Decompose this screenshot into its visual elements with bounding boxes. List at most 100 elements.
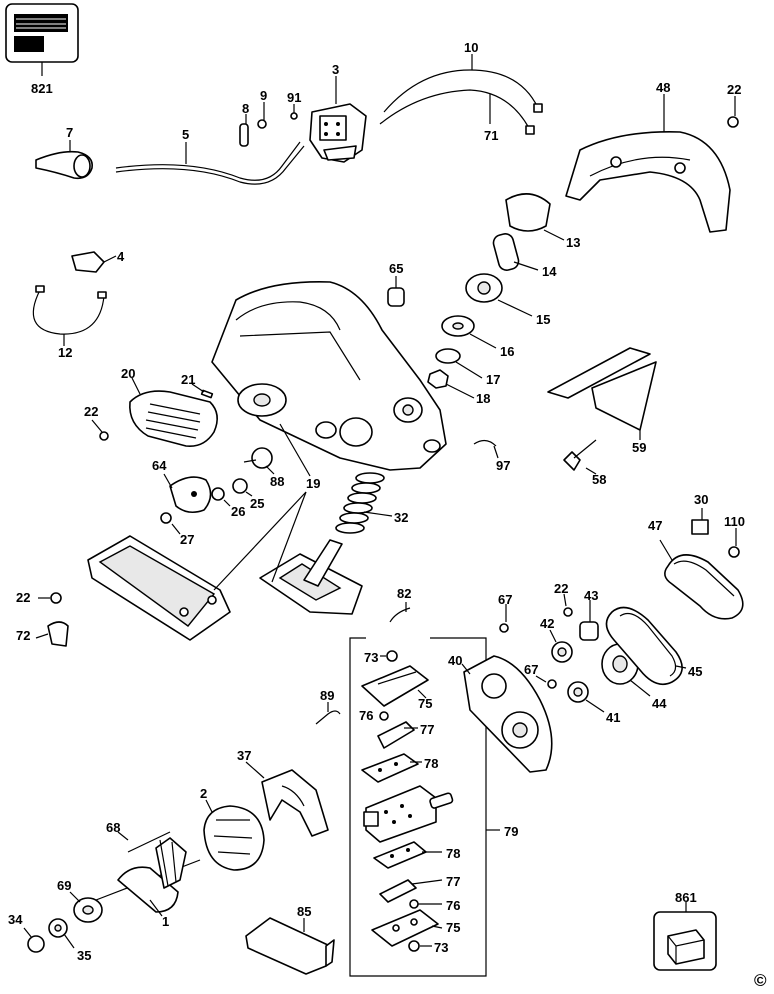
label-78-a: 78: [424, 756, 439, 771]
label-21: 21: [181, 372, 196, 387]
label-48: 48: [656, 80, 671, 95]
label-43: 43: [584, 588, 599, 603]
part-821-label-plate: [5, 3, 79, 76]
part-20-side-cover: [129, 377, 218, 448]
label-15: 15: [536, 312, 551, 327]
label-8: 8: [242, 101, 250, 116]
label-4: 4: [117, 249, 125, 264]
part-89-clip: [315, 702, 341, 725]
part-42-bearing: [549, 629, 573, 663]
label-27: 27: [180, 532, 195, 547]
label-861: 861: [675, 890, 697, 905]
label-75-a: 75: [418, 696, 433, 711]
label-64: 64: [152, 458, 167, 473]
part-110-screw: [728, 528, 740, 558]
part-15-gear: [465, 273, 533, 317]
part-43-pulley: [579, 600, 599, 641]
label-22-left: 22: [16, 590, 31, 605]
part-77-blade-holder-a: [377, 721, 418, 749]
label-72: 72: [16, 628, 31, 643]
label-78-b: 78: [446, 846, 461, 861]
label-37: 37: [237, 748, 252, 763]
label-13: 13: [566, 235, 581, 250]
part-22-screw-top: [727, 96, 739, 128]
label-32: 32: [394, 510, 409, 525]
label-71: 71: [484, 128, 499, 143]
label-17: 17: [486, 372, 501, 387]
part-blade-drum: [363, 785, 454, 843]
part-30-label: [691, 508, 709, 535]
label-34: 34: [8, 912, 23, 927]
label-1: 1: [162, 914, 170, 929]
part-75-blade-clamp-b: [371, 909, 443, 947]
label-76-a: 76: [359, 708, 374, 723]
part-14-sleeve: [492, 233, 539, 271]
part-8-terminal: [239, 114, 249, 147]
label-14: 14: [542, 264, 557, 279]
label-69: 69: [57, 878, 72, 893]
label-97: 97: [496, 458, 511, 473]
part-45-belt: [605, 606, 687, 686]
part-67-screw-a: [499, 604, 509, 633]
part-861-kit-box: [653, 902, 717, 971]
label-89: 89: [320, 688, 335, 703]
label-821: 821: [31, 81, 53, 96]
label-73-b: 73: [434, 940, 449, 955]
part-12-wire-loop: [32, 285, 107, 346]
label-79: 79: [504, 824, 519, 839]
part-73-screw-b: [408, 940, 432, 952]
part-77-blade-holder-b: [379, 879, 443, 903]
label-110: 110: [724, 514, 745, 529]
part-73-screw-a: [380, 650, 398, 662]
label-3: 3: [332, 62, 340, 77]
label-20: 20: [121, 366, 136, 381]
part-64-depth-knob: [163, 473, 212, 514]
part-72-clip: [35, 621, 69, 647]
label-88: 88: [270, 474, 285, 489]
part-3-switch: [309, 76, 367, 163]
part-67-screw-b: [535, 675, 557, 689]
label-9: 9: [260, 88, 268, 103]
part-68-screw: [117, 831, 171, 853]
part-40-belt-cover: [461, 655, 553, 773]
label-22-cover: 22: [84, 404, 99, 419]
part-22-screw-right: [563, 593, 573, 617]
label-58: 58: [592, 472, 607, 487]
part-37-baffle: [245, 761, 329, 837]
part-16-washer: [441, 315, 497, 349]
label-67-a: 67: [498, 592, 513, 607]
part-19-housing: [211, 281, 447, 477]
part-65-bushing: [387, 276, 405, 307]
part-9-screw: [257, 102, 267, 129]
part-78-blade-b: [373, 841, 442, 869]
label-75-b: 75: [446, 920, 461, 935]
part-2-stator: [203, 799, 265, 871]
part-71-wire: [379, 89, 535, 135]
part-18-nut: [427, 369, 475, 399]
label-26: 26: [231, 504, 246, 519]
part-rear-shoe: [259, 539, 363, 615]
label-41: 41: [606, 710, 621, 725]
part-41-bearing: [567, 681, 605, 713]
part-27-screw: [160, 512, 181, 535]
label-30: 30: [694, 492, 709, 507]
part-88-lever: [243, 447, 275, 475]
label-47: 47: [648, 518, 663, 533]
part-48-cover: [565, 94, 731, 233]
label-82: 82: [397, 586, 412, 601]
label-12: 12: [58, 345, 73, 360]
label-42: 42: [540, 616, 555, 631]
part-47-belt: [659, 539, 744, 620]
part-4-connector: [71, 251, 117, 273]
part-7-cord-guard: [35, 140, 94, 180]
copyright-mark: ©: [754, 971, 767, 990]
label-19: 19: [306, 476, 321, 491]
part-79-group-box: [349, 637, 500, 977]
part-97-spring-clip: [473, 439, 499, 459]
part-76-screw-a: [379, 711, 389, 721]
part-22-screw-cover: [91, 419, 109, 441]
label-10: 10: [464, 40, 479, 55]
label-67-b: 67: [524, 662, 539, 677]
